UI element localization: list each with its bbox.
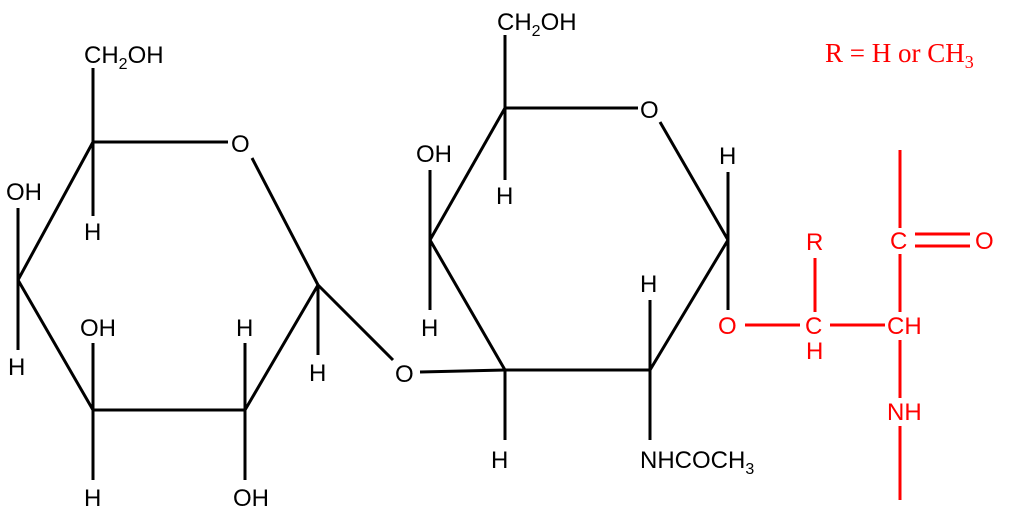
peptide-link-oxygen: O bbox=[718, 313, 737, 340]
glycosidic-oxygen: O bbox=[395, 361, 414, 388]
right-h-c5: H bbox=[496, 183, 513, 210]
peptide-ch-carbon: C bbox=[805, 313, 822, 340]
right-ch2oh-label: CH2OH bbox=[497, 9, 577, 40]
peptide-carbonyl-oxygen: O bbox=[975, 228, 994, 255]
right-h-c4: H bbox=[421, 315, 438, 342]
peptide-r-group: R bbox=[806, 229, 823, 256]
left-sugar-labels: CH2OH O H OH H OH H H OH H O bbox=[6, 42, 414, 512]
left-h-c3: H bbox=[84, 485, 101, 512]
left-oh-c4: OH bbox=[6, 179, 42, 206]
peptide-ch-hydrogen: H bbox=[806, 338, 823, 365]
right-h-c3: H bbox=[491, 447, 508, 474]
left-h-c5: H bbox=[84, 219, 101, 246]
left-h-c4: H bbox=[8, 354, 25, 381]
left-h-c1: H bbox=[309, 360, 326, 387]
right-ring-oxygen: O bbox=[640, 97, 659, 124]
left-h-c2: H bbox=[236, 315, 253, 342]
lactyl-peptide-bonds bbox=[726, 150, 970, 500]
right-h-c2: H bbox=[640, 271, 657, 298]
right-nhcoch3-label: NHCOCH3 bbox=[640, 447, 754, 478]
left-ring-oxygen: O bbox=[231, 131, 250, 158]
peptide-nh: NH bbox=[887, 399, 922, 426]
left-oh-c2: OH bbox=[233, 485, 269, 512]
right-h-c1: H bbox=[719, 143, 736, 170]
right-oh-c4: OH bbox=[416, 141, 452, 168]
r-group-legend: R = H or CH3 bbox=[825, 38, 974, 72]
peptide-carbonyl-carbon: C bbox=[890, 228, 907, 255]
left-ch2oh-label: CH2OH bbox=[84, 42, 164, 73]
left-sugar-ring-bonds bbox=[16, 68, 506, 480]
right-sugar-ring-bonds bbox=[428, 35, 730, 440]
lactyl-peptide-labels: O C H R CH C O NH R = H or CH3 bbox=[718, 38, 994, 426]
right-sugar-labels: CH2OH O OH H H H H NHCOCH3 H bbox=[416, 9, 754, 478]
peptide-alpha-ch: CH bbox=[887, 313, 922, 340]
left-oh-c3: OH bbox=[80, 315, 116, 342]
